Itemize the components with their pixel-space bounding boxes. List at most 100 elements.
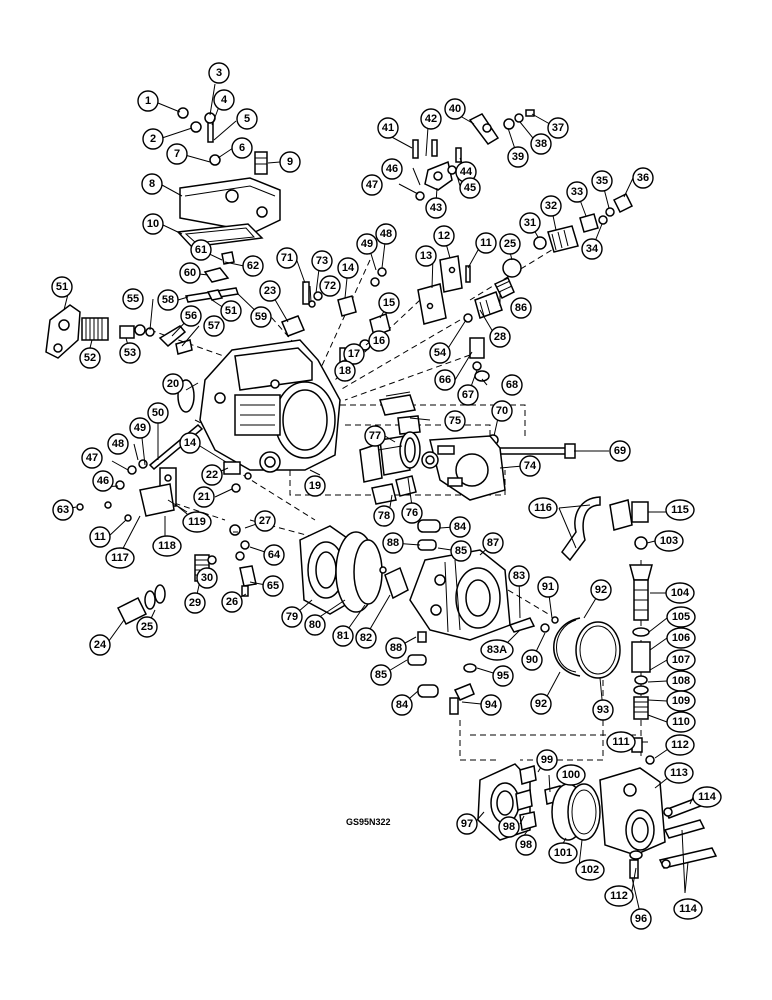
callout-97-label: 97	[461, 818, 473, 830]
callout-80: 80	[304, 614, 326, 636]
callout-110-label: 110	[672, 716, 690, 728]
callout-5-label: 5	[244, 113, 250, 125]
callout-101: 101	[548, 842, 578, 864]
cam-ring-assembly	[421, 435, 506, 501]
callout-116: 116	[528, 497, 558, 519]
callout-42: 42	[420, 108, 442, 130]
callout-13-label: 13	[420, 250, 432, 262]
callout-101-label: 101	[554, 847, 572, 859]
callout-58: 58	[157, 289, 179, 311]
callout-36-label: 36	[637, 172, 649, 184]
callout-96-label: 96	[635, 913, 647, 925]
callout-25-upper-label: 25	[504, 238, 516, 250]
callout-78: 78	[373, 505, 395, 527]
callout-104: 104	[665, 582, 695, 604]
callout-46-lower: 46	[92, 470, 114, 492]
callout-59-label: 59	[255, 311, 267, 323]
callout-58-label: 58	[162, 294, 174, 306]
callout-27-label: 27	[259, 515, 271, 527]
return-fitting-and-hose	[561, 496, 649, 562]
callout-bubbles: 1 2 3 4 5 6 7 8 9 10 11 11 12 13 14 14 1…	[51, 62, 722, 930]
callout-40-label: 40	[449, 103, 461, 115]
callout-1: 1	[137, 90, 159, 112]
callout-6: 6	[231, 137, 253, 159]
callout-9-label: 9	[287, 156, 293, 168]
callout-31-label: 31	[524, 217, 536, 229]
callout-28-label: 28	[494, 331, 506, 343]
callout-22: 22	[201, 464, 223, 486]
callout-59: 59	[250, 306, 272, 328]
callout-82: 82	[355, 627, 377, 649]
callout-11-lower: 11	[89, 526, 111, 548]
callout-30: 30	[196, 567, 218, 589]
callout-74: 74	[519, 455, 541, 477]
callout-117: 117	[105, 547, 135, 569]
callout-84-upper-label: 84	[454, 521, 467, 533]
callout-49-lower: 49	[129, 417, 151, 439]
callout-87-label: 87	[487, 537, 499, 549]
callout-112-lower: 112	[604, 885, 634, 907]
callout-73-label: 73	[316, 255, 328, 267]
callout-88-lower-label: 88	[390, 642, 402, 654]
callout-72: 72	[319, 275, 341, 297]
callout-30-label: 30	[201, 572, 213, 584]
pump-housing	[199, 339, 341, 473]
callout-118: 118	[152, 535, 182, 557]
check-valve-parts	[469, 337, 490, 382]
callout-15-label: 15	[383, 297, 395, 309]
callout-26-label: 26	[226, 596, 238, 608]
callout-23-label: 23	[264, 285, 276, 297]
governor-lever-parts	[185, 251, 239, 303]
callout-77-label: 77	[369, 430, 381, 442]
delivery-valve-small-parts	[508, 616, 559, 633]
callout-11-upper: 11	[475, 232, 497, 254]
callout-105-label: 105	[672, 611, 690, 623]
callout-92-lower-label: 92	[535, 698, 547, 710]
callout-112-upper-label: 112	[671, 739, 689, 751]
fuel-inlet-fittings	[533, 192, 634, 253]
callout-85-lower-label: 85	[375, 669, 387, 681]
callout-45-label: 45	[464, 182, 476, 194]
callout-83A-label: 83A	[487, 644, 507, 656]
figure-code: GS95N322	[346, 817, 391, 827]
callout-99-label: 99	[541, 754, 553, 766]
callout-15: 15	[378, 292, 400, 314]
callout-114-upper-label: 114	[698, 791, 717, 803]
callout-95: 95	[492, 665, 514, 687]
callout-29-label: 29	[189, 597, 201, 609]
callout-5: 5	[236, 108, 258, 130]
callout-54: 54	[429, 342, 451, 364]
callout-69: 69	[609, 440, 631, 462]
callout-54-label: 54	[434, 347, 447, 359]
callout-115: 115	[665, 499, 695, 521]
callout-98-right-label: 98	[520, 839, 532, 851]
callout-98-left: 98	[498, 816, 520, 838]
callout-38: 38	[530, 133, 552, 155]
callout-105: 105	[666, 606, 696, 628]
callout-25-upper: 25	[499, 233, 521, 255]
callout-65-label: 65	[267, 580, 279, 592]
screw-nut-group-top-left	[177, 107, 268, 175]
screw-and-washer	[449, 663, 477, 715]
callout-48-upper: 48	[375, 223, 397, 245]
callout-63-label: 63	[57, 504, 69, 516]
callout-76-label: 76	[406, 507, 418, 519]
callout-24-label: 24	[94, 639, 107, 651]
callout-75-label: 75	[449, 415, 461, 427]
callout-118-label: 118	[158, 540, 176, 552]
callout-35-label: 35	[596, 175, 608, 187]
callout-69-label: 69	[614, 445, 626, 457]
callout-97: 97	[456, 813, 478, 835]
rollers-upper	[417, 519, 441, 551]
callout-53: 53	[119, 342, 141, 364]
retaining-rings	[553, 617, 621, 679]
callout-8: 8	[141, 173, 163, 195]
callout-86: 86	[510, 297, 532, 319]
callout-102-label: 102	[581, 864, 599, 876]
callout-55: 55	[122, 288, 144, 310]
callout-46-upper-label: 46	[386, 163, 398, 175]
callout-66-label: 66	[439, 374, 451, 386]
callout-14-upper: 14	[337, 257, 359, 279]
callout-9: 9	[279, 151, 301, 173]
